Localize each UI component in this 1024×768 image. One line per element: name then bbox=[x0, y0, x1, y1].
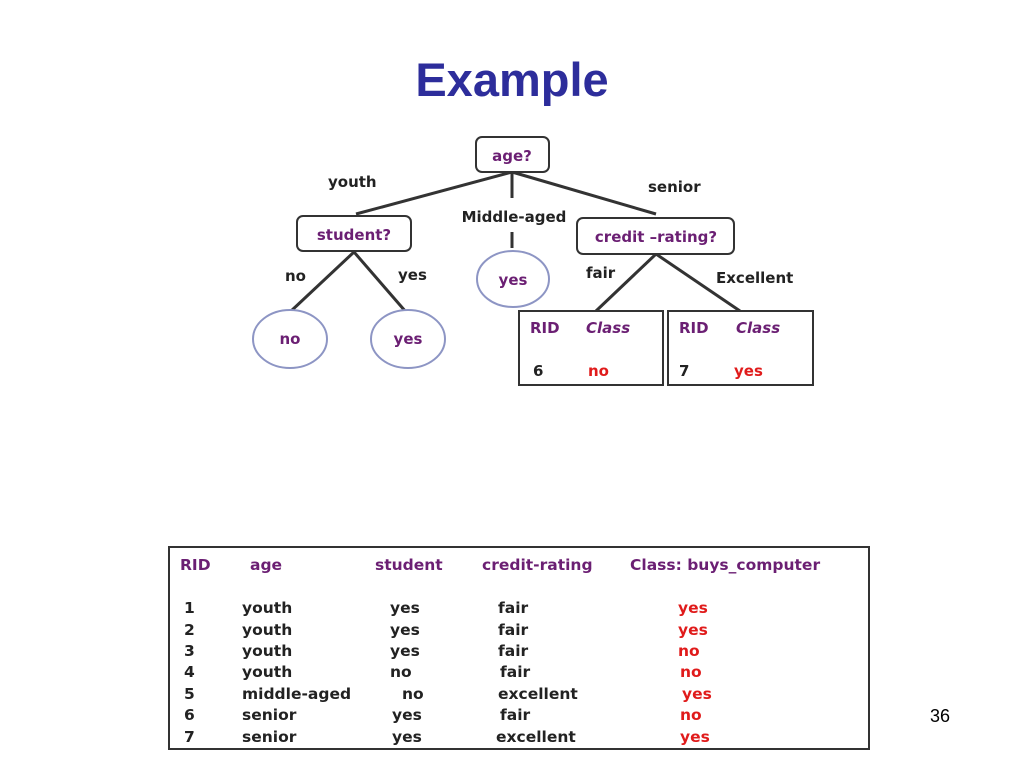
table-cell-rid: 1 bbox=[184, 599, 195, 617]
student-yes-leaf: yes bbox=[370, 309, 446, 369]
fair-box-rid: 6 bbox=[533, 362, 543, 380]
fair-box-class: no bbox=[588, 362, 609, 380]
table-cell-age: middle-aged bbox=[242, 685, 352, 703]
decision-tree-diagram: age? youth Middle-aged senior student? c… bbox=[252, 136, 814, 386]
student-no-leaf-label: no bbox=[280, 330, 301, 348]
excellent-box-rid-header: RID bbox=[679, 319, 709, 337]
table-cell-rid: 5 bbox=[184, 685, 195, 703]
credit-rating-node: credit –rating? bbox=[576, 217, 735, 255]
table-cell-class: no bbox=[680, 706, 702, 724]
table-cell-credit-rating: fair bbox=[498, 621, 529, 639]
root-node: age? bbox=[475, 136, 550, 173]
table-cell-age: senior bbox=[242, 728, 297, 746]
table-cell-class: yes bbox=[680, 728, 710, 746]
excellent-box-class-header: Class bbox=[736, 319, 780, 337]
table-cell-credit-rating: fair bbox=[498, 599, 529, 617]
training-data-table: RID age student credit-rating Class: buy… bbox=[168, 546, 870, 750]
table-cell-student: yes bbox=[392, 706, 422, 724]
credit-rating-node-label: credit –rating? bbox=[595, 228, 717, 246]
table-header-student: student bbox=[375, 556, 443, 574]
table-cell-age: senior bbox=[242, 706, 297, 724]
edge-label-youth: youth bbox=[328, 173, 377, 191]
table-header-rid: RID bbox=[180, 556, 211, 574]
branch-root-senior bbox=[511, 170, 657, 216]
tree-branches bbox=[288, 170, 741, 314]
table-cell-rid: 4 bbox=[184, 663, 195, 681]
root-node-label: age? bbox=[492, 147, 532, 165]
table-cell-class: yes bbox=[678, 599, 708, 617]
edge-label-senior: senior bbox=[648, 178, 701, 196]
fair-box-rid-header: RID bbox=[530, 319, 560, 337]
table-cell-class: yes bbox=[682, 685, 712, 703]
table-cell-student: yes bbox=[390, 621, 420, 639]
table-cell-credit-rating: excellent bbox=[496, 728, 576, 746]
student-node-label: student? bbox=[317, 226, 391, 244]
table-cell-class: yes bbox=[678, 621, 708, 639]
table-cell-rid: 3 bbox=[184, 642, 195, 660]
table-cell-rid: 2 bbox=[184, 621, 195, 639]
middle-aged-leaf-label: yes bbox=[499, 271, 528, 289]
table-cell-student: yes bbox=[390, 599, 420, 617]
table-cell-student: yes bbox=[390, 642, 420, 660]
table-header-credit-rating: credit-rating bbox=[482, 556, 593, 574]
student-no-leaf: no bbox=[252, 309, 328, 369]
table-cell-credit-rating: fair bbox=[500, 663, 531, 681]
table-cell-class: no bbox=[678, 642, 700, 660]
table-cell-student: yes bbox=[392, 728, 422, 746]
table-cell-age: youth bbox=[242, 642, 293, 660]
fair-box-class-header: Class bbox=[586, 319, 630, 337]
edge-label-credit-fair: fair bbox=[586, 264, 616, 282]
edge-label-student-yes: yes bbox=[398, 266, 427, 284]
edge-label-middle-aged: Middle-aged bbox=[462, 208, 567, 226]
table-cell-credit-rating: excellent bbox=[498, 685, 578, 703]
table-cell-age: youth bbox=[242, 621, 293, 639]
middle-aged-leaf: yes bbox=[476, 250, 550, 308]
table-cell-credit-rating: fair bbox=[500, 706, 531, 724]
table-cell-student: no bbox=[402, 685, 424, 703]
student-node: student? bbox=[296, 215, 412, 252]
table-cell-credit-rating: fair bbox=[498, 642, 529, 660]
branch-credit-excellent bbox=[655, 252, 741, 313]
excellent-box-rid: 7 bbox=[679, 362, 689, 380]
table-cell-rid: 7 bbox=[184, 728, 195, 746]
excellent-result-box: RID Class 7 yes bbox=[667, 310, 814, 386]
branch-student-no bbox=[288, 250, 356, 314]
table-cell-age: youth bbox=[242, 663, 293, 681]
page-number: 36 bbox=[930, 706, 951, 726]
table-cell-student: no bbox=[390, 663, 412, 681]
slide-title: Example bbox=[415, 53, 609, 106]
edge-label-student-no: no bbox=[285, 267, 306, 285]
table-cell-age: youth bbox=[242, 599, 293, 617]
branch-root-youth bbox=[355, 170, 513, 216]
branch-credit-fair bbox=[594, 252, 658, 313]
table-header-class: Class: buys_computer bbox=[630, 556, 821, 574]
table-cell-rid: 6 bbox=[184, 706, 195, 724]
student-yes-leaf-label: yes bbox=[394, 330, 423, 348]
fair-result-box: RID Class 6 no bbox=[518, 310, 664, 386]
table-header-age: age bbox=[250, 556, 283, 574]
excellent-box-class: yes bbox=[734, 362, 763, 380]
branch-student-yes bbox=[352, 251, 408, 313]
edge-label-credit-excellent: Excellent bbox=[716, 269, 793, 287]
table-cell-class: no bbox=[680, 663, 702, 681]
